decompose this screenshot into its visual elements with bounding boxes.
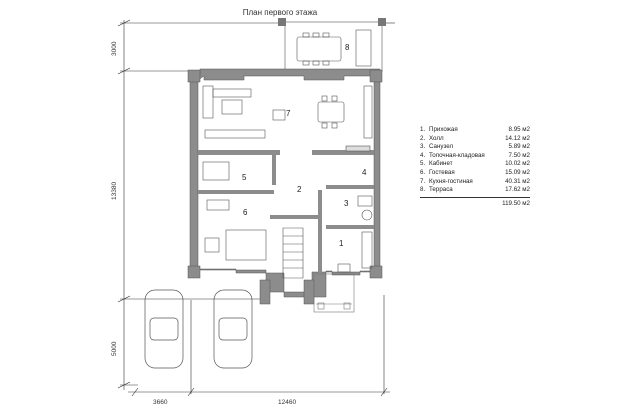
room-number-8: 8 [345, 43, 350, 52]
dim-house-depth: 13380 [111, 182, 118, 200]
plan-title: План первого этажа [242, 8, 318, 17]
interior-walls [198, 150, 374, 280]
exterior-walls [187, 68, 383, 305]
legend-name: Прихожая [429, 126, 458, 133]
legend-area: 40.31 м2 [505, 177, 530, 185]
legend-name: Гостевая [429, 168, 455, 176]
legend-row: 3.Санузел 5.89 м2 [420, 143, 530, 152]
dim-parking-depth: 5000 [111, 341, 118, 356]
room-legend: 1.Прихожая 8.95 м2 2.Холл 14.12 м2 3.Сануз… [420, 126, 530, 208]
legend-row: 5.Кабинет 10.02 м2 [420, 160, 530, 169]
room-number-7: 7 [286, 109, 291, 118]
legend-number: 4. [420, 151, 426, 159]
legend-row: 4.Топочная-кладовая 7.50 м2 [420, 152, 530, 161]
legend-number: 1. [420, 126, 426, 133]
room-number-6: 6 [243, 208, 248, 217]
furniture [202, 85, 373, 279]
legend-area: 15.09 м2 [505, 168, 530, 176]
dim-house-width: 12460 [278, 399, 296, 406]
legend-row: 1.Прихожая 8.95 м2 [420, 126, 530, 135]
legend-row: 8.Терраса 17.62 м2 [420, 186, 530, 195]
legend-number: 7. [420, 177, 426, 185]
parking-cars [144, 289, 253, 369]
legend-area: 10.02 м2 [505, 160, 530, 168]
legend-row: 2.Холл 14.12 м2 [420, 135, 530, 144]
legend-area: 8.95 м2 [508, 126, 530, 133]
legend-row: 6.Гостевая 15.09 м2 [420, 169, 530, 178]
room-number-5: 5 [242, 173, 247, 182]
legend-number: 3. [420, 143, 426, 151]
room-number-3: 3 [344, 199, 349, 208]
legend-name: Топочная-кладовая [429, 151, 485, 159]
legend-number: 2. [420, 134, 426, 142]
legend-number: 5. [420, 160, 426, 168]
dim-parking-width: 3660 [153, 399, 168, 406]
legend-total-area: 119.50 м2 [502, 199, 530, 207]
legend-number: 8. [420, 186, 426, 194]
legend-area: 14.12 м2 [505, 134, 530, 142]
room-number-1: 1 [339, 239, 344, 248]
legend-area: 7.50 м2 [508, 151, 530, 159]
dimension-lines [117, 19, 395, 397]
terrace [278, 18, 386, 73]
legend-name: Кабинет [429, 160, 453, 168]
legend-area: 5.89 м2 [508, 143, 530, 151]
legend-divider [420, 196, 530, 200]
legend-area: 17.62 м2 [505, 186, 530, 194]
legend-row: 7.Кухня-гостиная 40.31 м2 [420, 178, 530, 187]
porch [313, 273, 355, 313]
room-number-2: 2 [297, 185, 302, 194]
room-number-4: 4 [362, 168, 367, 177]
legend-name: Санузел [429, 143, 454, 151]
legend-name: Терраса [429, 186, 453, 194]
dim-terrace-depth: 3000 [111, 41, 118, 56]
legend-name: Холл [429, 134, 444, 142]
legend-number: 6. [420, 168, 426, 176]
legend-name: Кухня-гостиная [429, 177, 473, 185]
